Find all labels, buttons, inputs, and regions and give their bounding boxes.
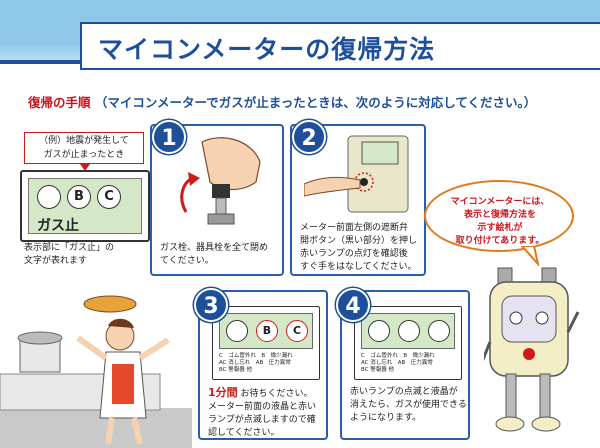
earthquake-kitchen-illustration (0, 295, 192, 448)
step4-badge: 4 (336, 288, 370, 322)
step1-badge: 1 (152, 120, 186, 154)
step3-meter-display: B C C ゴム管外れ B 微少漏れ AC 消し忘れ AB 圧力異常 BC 警報… (212, 306, 320, 380)
hand-closing-valve-icon (180, 137, 261, 225)
speech-bubble (424, 180, 574, 252)
subheading-label: 復帰の手順 (28, 95, 91, 110)
lamp-legend: C ゴム管外れ B 微少漏れ AC 消し忘れ AB 圧力異常 BC 警報器 他 (361, 353, 435, 373)
subheading-note: （マイコンメーターでガスが止まったときは、次のように対応してください。） (94, 95, 537, 110)
step4-panel: C ゴム管外れ B 微少漏れ AC 消し忘れ AB 圧力異常 BC 警報器 他 … (340, 290, 470, 440)
step3-caption: 1分間 お待ちください。 メーター前面の液晶と赤い ランプが点滅しますので確 認… (208, 386, 317, 438)
title-box (80, 22, 600, 70)
step4-lcd (361, 313, 455, 349)
lamp-legend: C ゴム管外れ B 微少漏れ AC 消し忘れ AB 圧力異常 BC 警報器 他 (219, 353, 293, 373)
subheading: 復帰の手順 （マイコンメーターでガスが止まったときは、次のように対応してください… (28, 92, 536, 111)
example-note: （例）地震が発生して ガスが止まったとき (24, 132, 144, 164)
arrow-down-icon (80, 164, 90, 171)
step1-caption: ガス栓、器具栓を全て閉め てください。 (160, 243, 269, 266)
step3-time: 1分間 (208, 386, 238, 399)
bubble-tail-icon (520, 246, 540, 266)
step3-lcd: B C (219, 313, 313, 349)
page-title: マイコンメーターの復帰方法 (98, 35, 436, 64)
lcd-circle-b: B (256, 320, 278, 342)
lcd-circle-empty (368, 320, 390, 342)
lcd-circle-empty (226, 320, 248, 342)
lcd-circle-c: C (286, 320, 308, 342)
lcd-circle-b: B (67, 185, 91, 209)
example-meter-display: B C ガス止 (20, 170, 150, 242)
meter-button-press-icon (304, 135, 409, 213)
gas-stop-text: ガス止 (37, 218, 79, 234)
example-lcd: B C ガス止 (28, 178, 142, 234)
step4-caption: 赤いランプの点滅と液晶が 消えたら、ガスが使用できる ようになります。 (350, 387, 467, 423)
lcd-circle-empty (37, 185, 61, 209)
step2-badge: 2 (292, 120, 326, 154)
step4-meter-display: C ゴム管外れ B 微少漏れ AC 消し忘れ AB 圧力異常 BC 警報器 他 (354, 306, 462, 380)
lcd-circle-empty (428, 320, 450, 342)
step2-caption: メーター前面左側の遮断弁 開ボタン（黒い部分）を押し 赤いランプの点灯を確認後 … (300, 223, 418, 272)
lcd-circle-empty (398, 320, 420, 342)
lcd-circle-c: C (97, 185, 121, 209)
example-caption: 表示部に「ガス止」の 文字が表れます (24, 243, 115, 266)
step3-badge: 3 (194, 288, 228, 322)
bubble-text: マイコンメーターには、 表示と復帰方法を 示す絵札が 取り付けてあります。 (450, 197, 550, 246)
meter-mascot-icon (484, 267, 580, 432)
